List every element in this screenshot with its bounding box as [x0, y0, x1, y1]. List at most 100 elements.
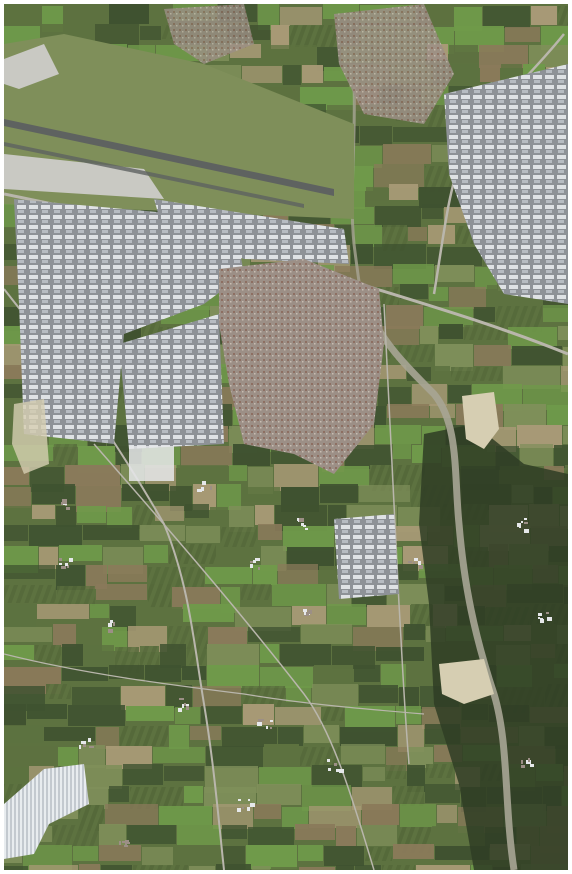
field-parcel — [439, 324, 463, 339]
field-parcel — [193, 686, 241, 707]
field-parcel — [142, 847, 173, 866]
field-parcel — [483, 6, 530, 28]
farm-building — [408, 561, 412, 563]
farm-building — [336, 769, 340, 772]
field-parcel — [62, 644, 83, 666]
field-parcel — [275, 707, 321, 725]
field-parcel — [29, 865, 78, 870]
greenhouses — [4, 764, 89, 859]
farm-building — [299, 518, 304, 522]
field-parcel — [397, 564, 418, 580]
farm-building — [62, 499, 67, 502]
farm-building — [524, 522, 528, 524]
field-parcel — [408, 747, 433, 768]
field-parcel — [99, 824, 126, 845]
farm-building — [124, 845, 128, 847]
field-parcel — [480, 65, 500, 82]
farm-building — [83, 744, 86, 747]
field-parcel — [386, 305, 423, 329]
field-parcel — [39, 547, 58, 569]
field-parcel — [133, 505, 154, 529]
field-parcel — [164, 766, 204, 781]
field-parcel — [393, 264, 434, 284]
field-parcel — [186, 526, 220, 543]
farm-building — [304, 612, 309, 616]
forest-corridor — [419, 424, 568, 870]
farm-building — [258, 719, 262, 722]
field-parcel — [474, 345, 511, 366]
field-parcel — [140, 646, 159, 670]
field-parcel — [65, 465, 120, 486]
field-parcel — [404, 624, 425, 640]
field-parcel — [272, 584, 326, 606]
field-parcel — [304, 725, 339, 743]
field-parcel — [183, 604, 234, 622]
farm-building — [108, 629, 113, 633]
farm-building — [419, 565, 423, 569]
field-parcel — [340, 727, 397, 746]
field-parcel — [181, 446, 232, 466]
farm-building — [521, 765, 525, 768]
field-parcel — [253, 565, 277, 585]
field-parcel — [57, 586, 95, 606]
farm-building — [65, 563, 68, 566]
field-parcel — [375, 425, 421, 444]
field-parcel — [123, 764, 163, 785]
field-parcel — [46, 684, 71, 699]
field-parcel — [4, 866, 28, 870]
field-parcel — [393, 844, 434, 859]
field-parcel — [32, 484, 75, 504]
field-parcel — [254, 804, 281, 819]
field-parcel — [286, 686, 311, 702]
field-parcel — [407, 765, 425, 792]
field-parcel — [159, 806, 212, 825]
farm-building — [308, 610, 312, 614]
field-parcel — [62, 667, 108, 681]
field-parcel — [101, 865, 132, 870]
field-parcel — [416, 865, 470, 870]
field-parcel — [474, 307, 495, 322]
field-parcel — [278, 727, 303, 746]
farm-building — [266, 726, 268, 729]
road-west-rural — [4, 653, 425, 715]
field-parcel — [242, 66, 282, 83]
town-east-spread — [334, 4, 454, 124]
field-parcel — [169, 725, 189, 749]
farm-building — [197, 489, 202, 492]
farm-building — [258, 567, 260, 570]
quarry-east — [462, 392, 499, 449]
field-parcel — [449, 287, 486, 309]
road-diagonal — [93, 443, 375, 870]
farm-building — [540, 619, 544, 623]
field-parcel — [282, 807, 308, 829]
field-parcel — [354, 225, 382, 247]
farm-building — [59, 563, 62, 565]
field-parcel — [206, 746, 263, 768]
field-parcel — [160, 644, 186, 668]
farm-building — [327, 759, 330, 762]
field-parcel — [543, 305, 568, 322]
field-parcel — [357, 825, 397, 846]
field-parcel — [29, 525, 82, 546]
field-parcel — [99, 845, 141, 861]
field-parcel — [177, 465, 228, 482]
field-parcel — [155, 506, 184, 521]
farm-building — [339, 769, 344, 773]
field-parcel — [529, 45, 568, 67]
field-parcel — [375, 206, 421, 227]
farm-building — [108, 625, 112, 627]
airport-runway — [4, 119, 334, 196]
field-parcel — [96, 727, 119, 749]
farm-building — [521, 760, 523, 764]
field-parcel — [558, 6, 568, 25]
aerial-photo-frame — [4, 4, 568, 870]
farm-building — [304, 612, 306, 615]
field-parcel — [427, 247, 482, 266]
farm-building — [237, 808, 241, 812]
farm-building — [255, 558, 260, 561]
farm-building — [250, 561, 253, 563]
field-parcel — [109, 4, 149, 24]
airport-apron — [4, 154, 164, 199]
field-parcel — [241, 584, 271, 600]
industrial-zone-south — [119, 314, 224, 449]
